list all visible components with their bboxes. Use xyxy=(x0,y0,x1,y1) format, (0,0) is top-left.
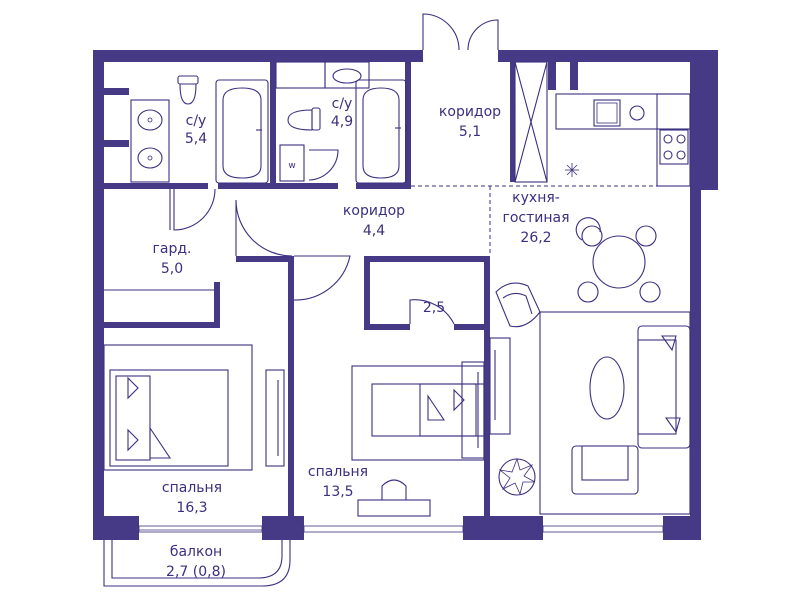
room-area: 5,4 xyxy=(185,131,207,147)
balcony-outline xyxy=(103,529,291,587)
kitchen-fixtures xyxy=(489,93,691,515)
room-name: с/у xyxy=(332,96,353,112)
room-name: с/у xyxy=(186,113,207,129)
bedroom-2-fixtures xyxy=(351,361,485,517)
room-area: 26,2 xyxy=(520,230,551,246)
room-area: 2,5 xyxy=(423,300,445,316)
room-name: коридор xyxy=(439,104,501,120)
room-name: коридор xyxy=(343,203,405,219)
room-area: 4,4 xyxy=(363,223,385,239)
bedroom-1-fixtures xyxy=(103,344,285,471)
interior-walls xyxy=(104,62,515,516)
room-area: 2,7 (0,8) xyxy=(166,564,226,580)
stove-icon xyxy=(659,129,689,165)
room-area: 13,5 xyxy=(322,484,353,500)
room-name: спальня xyxy=(162,480,222,496)
washer-mark: w xyxy=(288,161,295,171)
room-area: 4,9 xyxy=(331,114,353,130)
room-area: 5,0 xyxy=(161,261,183,277)
washing-machine-icon xyxy=(279,144,305,182)
wardrobe-fixtures xyxy=(104,189,214,291)
room-name: гард. xyxy=(153,241,192,257)
sink-icon xyxy=(593,99,621,127)
room-area: 16,3 xyxy=(176,500,207,516)
room-labels: с/у 5,4 с/у 4,9 коридор 5,1 кухня- гости… xyxy=(153,96,570,580)
exterior-walls xyxy=(93,50,718,540)
room-area: 5,1 xyxy=(459,124,481,140)
room-name: балкон xyxy=(170,544,222,560)
corridor-cabinet xyxy=(514,61,548,183)
sink-icon xyxy=(137,109,163,131)
room-name: кухня- xyxy=(512,190,560,206)
bathroom-1-fixtures xyxy=(130,75,269,184)
room-name: спальня xyxy=(308,464,368,480)
sink-icon xyxy=(137,147,163,169)
bathroom-2-fixtures: w xyxy=(275,61,407,184)
room-name-2: гостиная xyxy=(502,210,569,226)
doors xyxy=(173,13,499,325)
plant-icon xyxy=(498,457,536,496)
